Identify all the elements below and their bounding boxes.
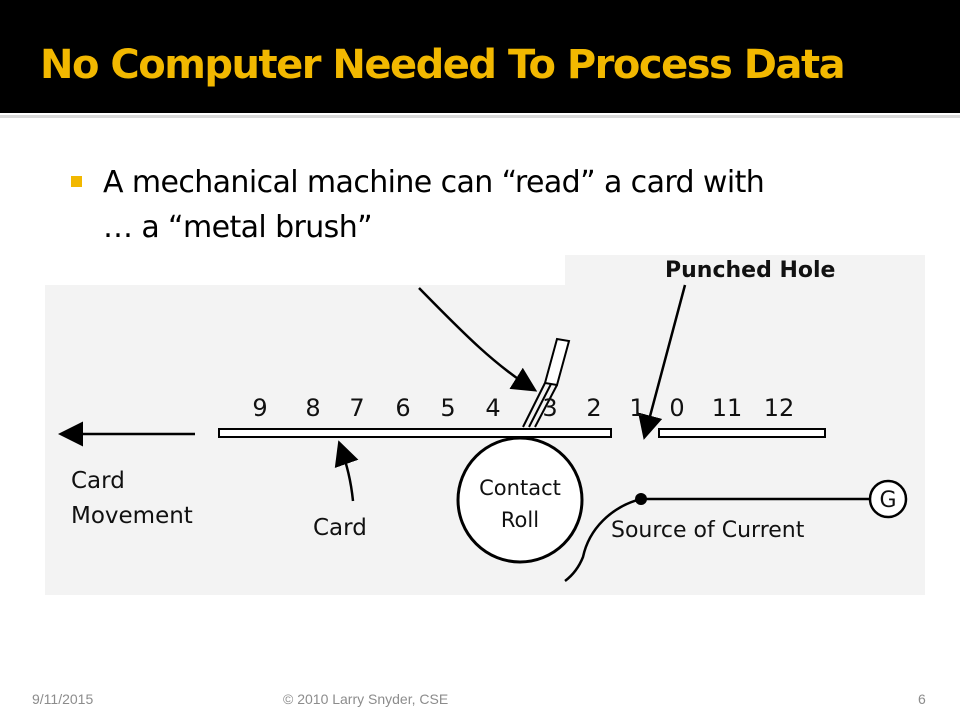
brush-bristles-3 (534, 384, 558, 428)
slide-title: No Computer Needed To Process Data (40, 42, 846, 88)
footer-copyright: © 2010 Larry Snyder, CSE (283, 691, 449, 707)
label-card: Card (313, 515, 367, 541)
card-strip-right (658, 428, 826, 438)
row-digit: 0 (669, 394, 684, 422)
footer-page-number: 6 (918, 691, 926, 707)
row-digit: 4 (485, 394, 500, 422)
row-digit: 1 (629, 394, 644, 422)
wire-junction (635, 493, 647, 505)
row-digit: 11 (712, 394, 743, 422)
contact-roll (456, 436, 584, 564)
generator-circle (868, 479, 908, 519)
row-digit: 6 (395, 394, 410, 422)
row-digits: 9 8 7 6 5 4 3 2 1 0 11 12 (252, 394, 794, 422)
label-source-of-current: Source of Current (611, 518, 805, 543)
title-divider (0, 115, 960, 118)
bullet-line-1: A mechanical machine can “read” a card w… (103, 165, 765, 200)
row-digit: 3 (542, 394, 557, 422)
bullet-text: A mechanical machine can “read” a card w… (103, 160, 923, 250)
row-digit: 7 (349, 394, 364, 422)
punched-hole-arrow (638, 284, 687, 440)
card-label-arrow (334, 440, 359, 502)
brush-bristles-1 (522, 382, 546, 428)
row-digit: 12 (764, 394, 795, 422)
row-digit: 5 (440, 394, 455, 422)
row-digit: 2 (586, 394, 601, 422)
footer-date: 9/11/2015 (32, 691, 94, 707)
current-wire-curve (564, 497, 642, 582)
label-card-movement-1: Card (71, 468, 125, 494)
bullet-line-2: … a “metal brush” (103, 210, 373, 245)
label-roll: Roll (501, 508, 539, 532)
brush-bristles-2 (528, 383, 552, 428)
label-punched-hole: Punched Hole (665, 258, 835, 283)
card-strip-left (218, 428, 612, 438)
metal-brush (543, 337, 571, 387)
bullet-square-icon (71, 176, 82, 187)
label-contact: Contact (479, 476, 561, 500)
brush-arrow (418, 287, 538, 392)
figure-background-top (565, 255, 925, 295)
generator-label: G (879, 488, 896, 513)
row-digit: 9 (252, 394, 267, 422)
title-bar: No Computer Needed To Process Data (0, 0, 960, 113)
label-card-movement-2: Movement (71, 503, 193, 529)
row-digit: 8 (305, 394, 320, 422)
card-reader-diagram: Punched Hole 9 8 7 6 5 4 3 2 1 0 11 12 C… (45, 255, 925, 595)
